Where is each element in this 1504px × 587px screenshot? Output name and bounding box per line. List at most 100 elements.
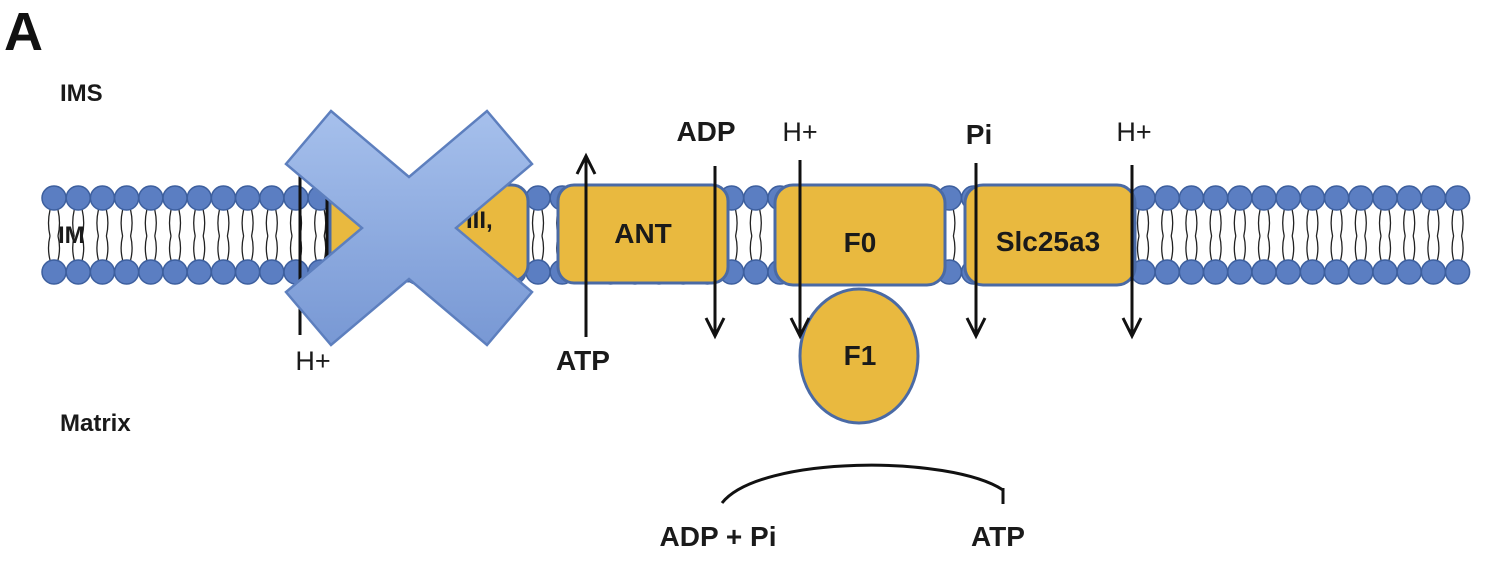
lipid-tail bbox=[265, 209, 269, 237]
lipid-head bbox=[1202, 259, 1229, 285]
lipid-tail bbox=[81, 209, 85, 237]
lipid-head bbox=[1275, 185, 1301, 211]
pi-label: Pi bbox=[966, 119, 992, 150]
lipid-head bbox=[138, 185, 164, 211]
f0-protein: F0 bbox=[773, 183, 947, 287]
lipid-tail bbox=[1306, 209, 1310, 237]
lipid-tail bbox=[275, 235, 278, 261]
lipid-tail bbox=[1282, 209, 1285, 237]
lipid-tail bbox=[144, 209, 148, 237]
lipid-head bbox=[1275, 259, 1301, 285]
pi-down-arrow bbox=[965, 163, 987, 340]
f1-label: F1 bbox=[844, 340, 877, 371]
lipid-head bbox=[1178, 259, 1205, 285]
lipid-head bbox=[1154, 185, 1180, 211]
lipid-tail bbox=[1339, 209, 1343, 237]
lipid-tail bbox=[759, 209, 762, 237]
lipid-head bbox=[1444, 185, 1471, 211]
lipid-head bbox=[1348, 259, 1374, 285]
lipid-tail bbox=[1436, 209, 1440, 237]
lipid-tail bbox=[250, 209, 254, 237]
lipid-tail bbox=[1427, 235, 1431, 261]
hplus-slc-label: H+ bbox=[1116, 117, 1151, 147]
lipid-head bbox=[743, 185, 769, 211]
lipid-tail bbox=[1291, 209, 1295, 237]
lipid-tail bbox=[734, 209, 738, 237]
lipid-tail bbox=[952, 209, 956, 237]
lipid-head bbox=[113, 259, 140, 285]
lipid-head bbox=[1154, 259, 1180, 285]
lipid-tail bbox=[265, 235, 269, 261]
lipid-tail bbox=[1267, 209, 1271, 237]
lipid-tail bbox=[531, 209, 535, 237]
lipid-tail bbox=[47, 209, 51, 237]
lipid-head bbox=[89, 185, 116, 211]
lipid-tail bbox=[1233, 209, 1237, 237]
hplus-slc-down-arrow bbox=[1121, 165, 1143, 340]
lipid-head bbox=[210, 259, 237, 285]
lipid-head bbox=[1178, 185, 1205, 211]
lipid-head bbox=[89, 259, 116, 285]
lipid-tail bbox=[1427, 209, 1431, 237]
atp-synthesis-reaction: ADP + Pi ATP bbox=[660, 463, 1025, 552]
lipid-tail bbox=[1364, 209, 1367, 237]
lipid-tail bbox=[1161, 209, 1164, 237]
lipid-tail bbox=[1436, 235, 1440, 261]
lipid-tail bbox=[193, 235, 196, 261]
lipid-head bbox=[186, 259, 212, 285]
lipid-head bbox=[65, 259, 91, 285]
lipid-tail bbox=[1364, 235, 1367, 261]
hplus-f0-down-arrow bbox=[789, 160, 811, 340]
f0-label: F0 bbox=[844, 227, 877, 258]
reaction-arc bbox=[720, 463, 1004, 504]
lipid-tail bbox=[226, 235, 230, 261]
lipid-tail bbox=[314, 235, 317, 261]
lipid-tail bbox=[1330, 209, 1334, 237]
lipid-tail bbox=[1330, 235, 1334, 261]
lipid-tail bbox=[1146, 209, 1150, 237]
lipid-head bbox=[162, 185, 188, 211]
lipid-head bbox=[234, 259, 261, 285]
lipid-tail bbox=[289, 209, 293, 237]
lipid-tail bbox=[1209, 209, 1213, 237]
lipid-tail bbox=[1218, 235, 1222, 261]
lipid-tail bbox=[1388, 209, 1392, 237]
lipid-head bbox=[65, 185, 91, 211]
lipid-tail bbox=[1291, 235, 1295, 261]
lipid-tail bbox=[178, 235, 182, 261]
lipid-tail bbox=[1460, 235, 1464, 261]
lipid-tail bbox=[1378, 209, 1382, 237]
lipid-tail bbox=[81, 235, 85, 261]
ims-label: IMS bbox=[60, 80, 103, 107]
lipid-tail bbox=[1354, 235, 1358, 261]
atp-up-arrow bbox=[575, 152, 597, 337]
lipid-head bbox=[1372, 185, 1398, 211]
lipid-head bbox=[259, 185, 285, 211]
lipid-head bbox=[1420, 259, 1447, 285]
lipid-tail bbox=[193, 209, 196, 237]
lipid-tail bbox=[1194, 209, 1198, 237]
lipid-tail bbox=[1146, 235, 1150, 261]
lipid-tail bbox=[96, 235, 100, 261]
lipid-tail bbox=[1136, 209, 1140, 237]
lipid-tail bbox=[217, 209, 221, 237]
lipid-head bbox=[234, 185, 261, 211]
lipid-head bbox=[1444, 259, 1471, 285]
lipid-tail bbox=[1194, 235, 1198, 261]
f1-protein: F1 bbox=[798, 287, 920, 425]
lipid-tail bbox=[1170, 209, 1174, 237]
hplus-complex-label: H+ bbox=[295, 346, 330, 376]
lipid-tail bbox=[1243, 235, 1246, 261]
lipid-tail bbox=[105, 209, 109, 237]
lipid-head bbox=[1348, 185, 1374, 211]
lipid-tail bbox=[323, 235, 327, 261]
lipid-tail bbox=[120, 235, 124, 261]
lipid-tail bbox=[1403, 209, 1406, 237]
lipid-tail bbox=[759, 235, 762, 261]
lipid-tail bbox=[1257, 209, 1261, 237]
lipid-tail bbox=[749, 235, 753, 261]
lipid-tail bbox=[1136, 235, 1140, 261]
lipid-tail bbox=[1257, 235, 1261, 261]
lipid-tail bbox=[1378, 235, 1382, 261]
